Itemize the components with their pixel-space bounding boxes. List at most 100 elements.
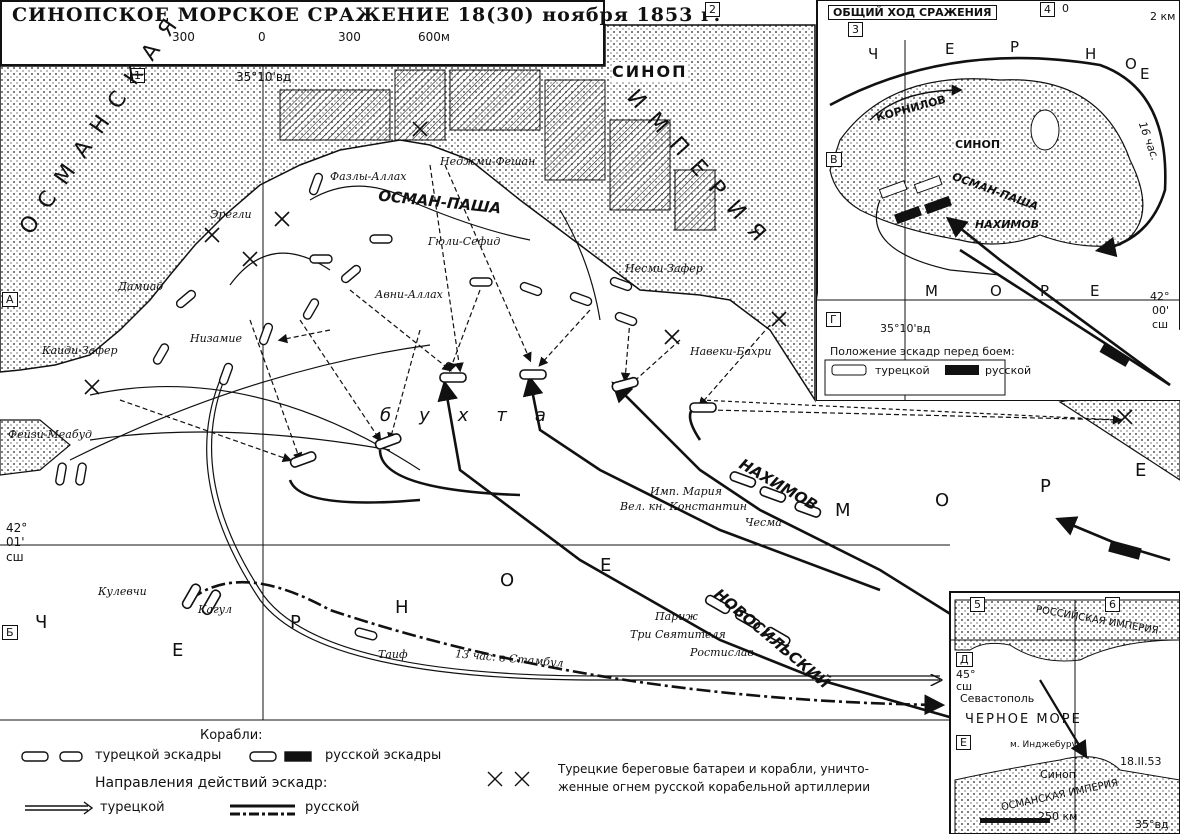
scale-label-0: 0 (258, 30, 266, 44)
legend-ships-title: Корабли: (200, 728, 263, 743)
scale-label-300-right: 300 (338, 30, 361, 44)
sea-letter-r: Р (1040, 476, 1053, 497)
ship-kagul: Кагул (198, 603, 233, 616)
grid-cell-4: 4 (1040, 2, 1055, 17)
inset-lat-hem: сш (1152, 318, 1169, 331)
inset-sea-5: О (1125, 55, 1139, 73)
grid-cell-e: Е (956, 735, 971, 750)
legend-turkish-squadron: турецкой эскадры (95, 748, 222, 763)
sea-letter-m: М (835, 500, 853, 521)
inset-legend-turkish: турецкой (875, 364, 930, 377)
inset-legend-russian: русской (985, 364, 1032, 377)
ship-imp-mariya: Имп. Мария (650, 485, 723, 498)
town-sinop (279, 69, 716, 231)
inset-region-map (949, 591, 1180, 834)
inset-sea-6: Е (1140, 65, 1152, 83)
inset-course-map (816, 0, 1180, 401)
ship-avni-allakh: Авни-Аллах (375, 288, 443, 301)
lat-label-min: 01' (6, 535, 25, 549)
destroyed-marks (84, 121, 1133, 425)
inset-scale-0: 0 (1062, 2, 1069, 15)
ship-vel-kn-konstantin: Вел. кн. Константин (620, 500, 747, 513)
ship-naveki-bakhri: Навеки-Бахри (690, 345, 772, 358)
ship-nizamie: Низамие (190, 332, 242, 345)
inset-sea-r: Р (1040, 282, 1052, 300)
scale-label-300-left: 300 (172, 30, 195, 44)
fire-lines (119, 164, 1123, 463)
ship-rostislav: Ростислав (690, 646, 754, 659)
russian-routes-dashed (189, 580, 946, 716)
sea-letter-1: Ч (35, 612, 50, 633)
grid-cell-d: Д (956, 652, 973, 667)
inset-sea-4: Н (1085, 45, 1099, 63)
legend-dir-russian: русской (305, 800, 360, 815)
legend-destroyed-2: женные огнем русской корабельной артилле… (558, 780, 870, 794)
legend-russian-squadron: русской эскадры (325, 748, 442, 763)
ship-taif: Таиф (378, 648, 408, 661)
ship-kulevchi: Кулевчи (98, 585, 147, 598)
ship-kaidi-zafer: Каиди-Зафер (42, 344, 118, 357)
label-sinop: СИНОП (612, 62, 688, 81)
region-date: 18.II.53 (1120, 755, 1162, 768)
region-sinop: Синоп (1040, 768, 1076, 781)
grid-cell-g: Г (826, 312, 841, 327)
ship-nesmi-zafer: Несми-Зафер (625, 262, 703, 275)
grid-cell-5: 5 (970, 597, 985, 612)
grid-cell-b: Б (2, 625, 18, 640)
grid-cell-v: В (826, 152, 842, 167)
grid-cell-2: 2 (705, 2, 720, 17)
inset-lon: 35°10'вд (880, 322, 931, 335)
inset-course-title: ОБЩИЙ ХОД СРАЖЕНИЯ (828, 5, 997, 20)
inset-sea-o: О (990, 282, 1004, 300)
region-lat: 45° (956, 668, 976, 681)
ship-tri-svyatitelya: Три Святителя (630, 628, 726, 641)
inset-nakhimov: НАХИМОВ (975, 218, 1040, 231)
region-sevastopol: Севастополь (960, 692, 1035, 705)
sea-letter-4: Н (395, 597, 411, 618)
sea-letter-5: О (500, 570, 517, 591)
ship-eregli: Эрегли (210, 208, 252, 221)
lat-label-deg: 42° (6, 521, 28, 535)
inset-sinop: СИНОП (955, 138, 1001, 151)
ship-chesma: Чесма (745, 516, 782, 529)
inset-lat-deg: 42° (1150, 290, 1170, 303)
ship-parizh: Париж (655, 610, 698, 623)
grid-cell-3: 3 (848, 22, 863, 37)
ship-damiad: Дамиад (118, 280, 164, 293)
grid-cell-6: 6 (1105, 597, 1120, 612)
inset-sea-2: Е (945, 40, 957, 58)
turkish-ship-markers (55, 172, 638, 641)
region-lat-hem: сш (956, 680, 973, 693)
lat-label-hem: сш (6, 550, 24, 564)
region-sea: ЧЕРНОЕ МОРЕ (965, 712, 1082, 727)
grid-cell-1: 1 (130, 68, 145, 83)
title-box (0, 0, 605, 66)
region-cape: м. Инджебурун (1010, 740, 1083, 750)
region-lon: 35°вд (1135, 818, 1169, 831)
lon-label-top: 35°10'вд (236, 70, 292, 84)
land-mass (0, 24, 1180, 481)
sea-letter-6: Е (600, 555, 614, 576)
sea-letter-o: О (935, 490, 952, 511)
ship-nedzhmi-feshan: Неджми-Фешан (440, 155, 536, 168)
sea-letter-3: Р (290, 612, 303, 633)
legend-symbols (21, 751, 530, 816)
inset-lat-min: 00' (1152, 304, 1170, 317)
sea-letter-2: Е (172, 640, 186, 661)
region-scale: 250 км (1038, 810, 1078, 823)
legend-dir-turkish: турецкой (100, 800, 165, 815)
ship-gyuli-sefid: Гюли-Сефид (428, 235, 501, 248)
legend-directions-title: Направления действий эскадр: (95, 775, 328, 791)
ship-fazly-allakh: Фазлы-Аллах (330, 170, 407, 183)
inset-sea-1: Ч (868, 45, 881, 63)
inset-sea-m: М (925, 282, 940, 300)
label-bay: бухта (380, 405, 574, 426)
scale-label-600: 600м (418, 30, 450, 44)
legend-destroyed-1: Турецкие береговые батареи и корабли, ун… (558, 762, 869, 776)
ship-feizi-meabud: Фейзи-Меабуд (8, 428, 92, 441)
sea-letter-e: Е (1135, 460, 1149, 481)
inset-legend-title: Положение эскадр перед боем: (830, 345, 1015, 358)
grid-cell-a: А (2, 292, 18, 307)
inset-sea-3: Р (1010, 38, 1022, 56)
